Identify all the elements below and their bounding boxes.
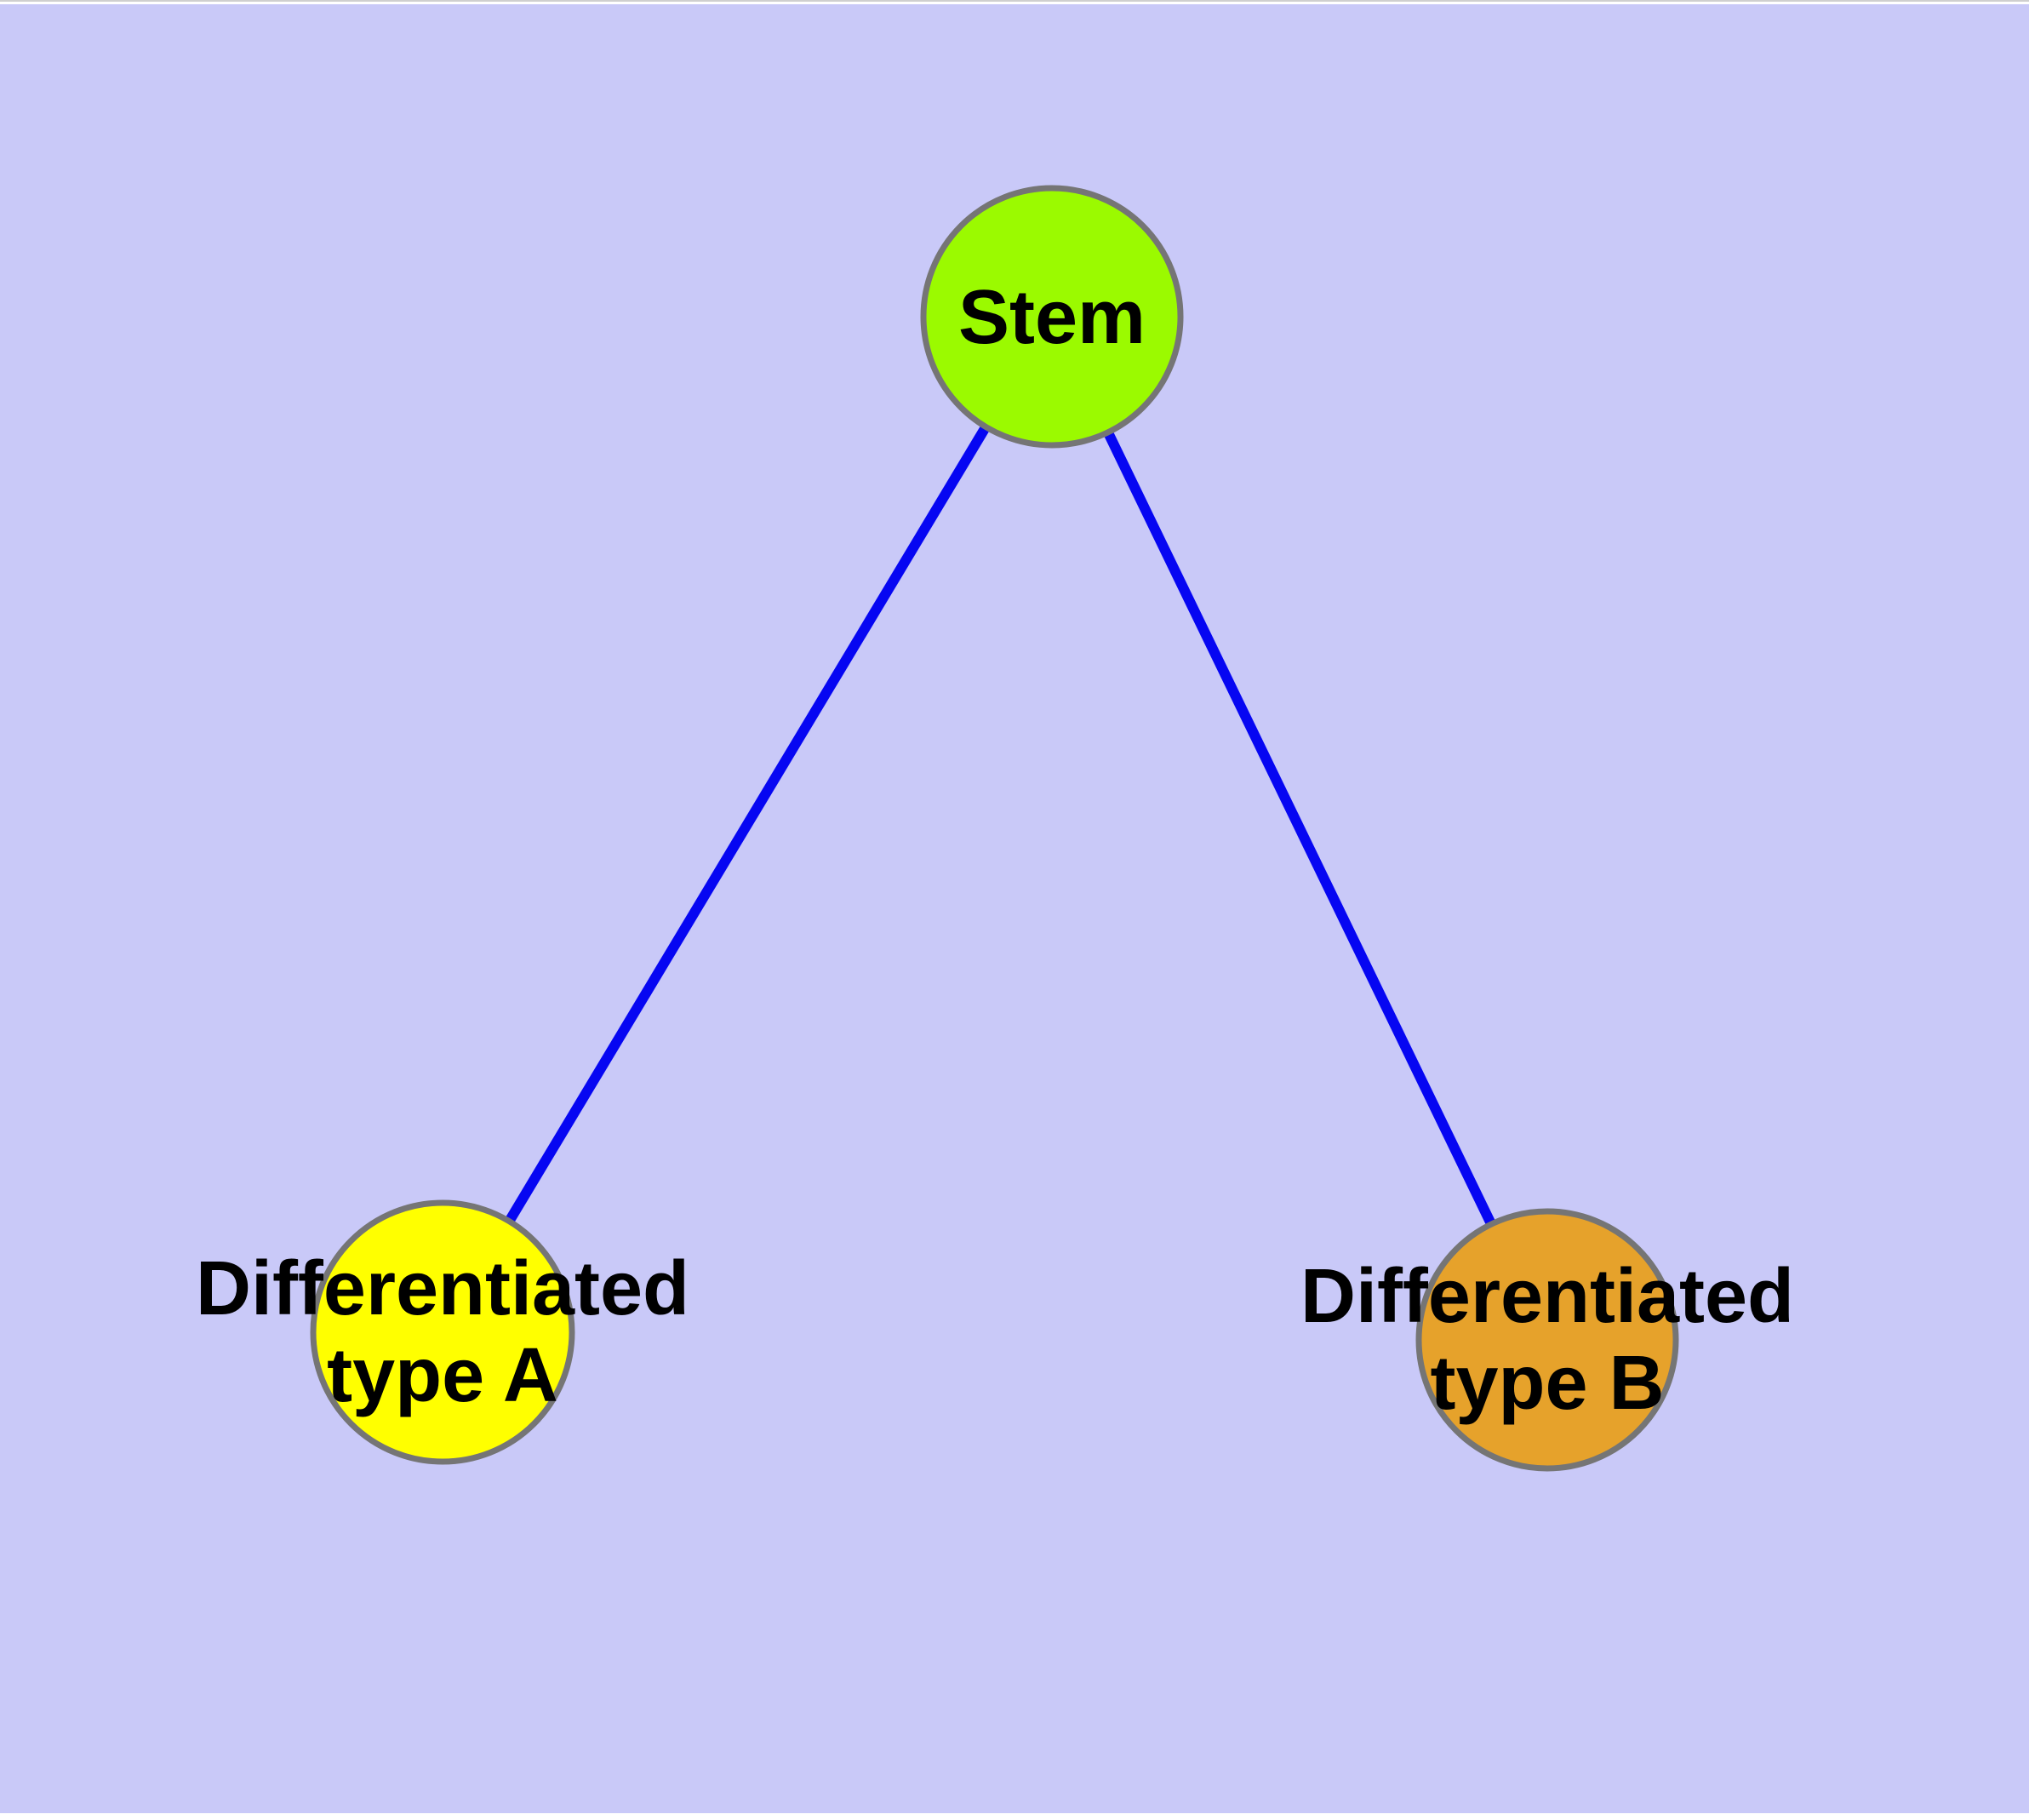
- node-type-b-label-line2: type B: [1430, 1341, 1664, 1426]
- node-stem: [920, 185, 1184, 449]
- node-type-b-label-line1: Differentiated: [1300, 1254, 1794, 1339]
- top-border-line: [0, 0, 2029, 2]
- node-stem-label: Stem: [958, 275, 1146, 360]
- node-type-a-label-line1: Differentiated: [196, 1246, 689, 1331]
- edge-stem-to-type-a: [437, 313, 1057, 1336]
- node-type-a: [310, 1199, 575, 1465]
- edge-stem-to-type-b: [1047, 314, 1552, 1342]
- node-type-a-label-line2: type A: [327, 1333, 558, 1418]
- node-type-b: [1415, 1208, 1679, 1472]
